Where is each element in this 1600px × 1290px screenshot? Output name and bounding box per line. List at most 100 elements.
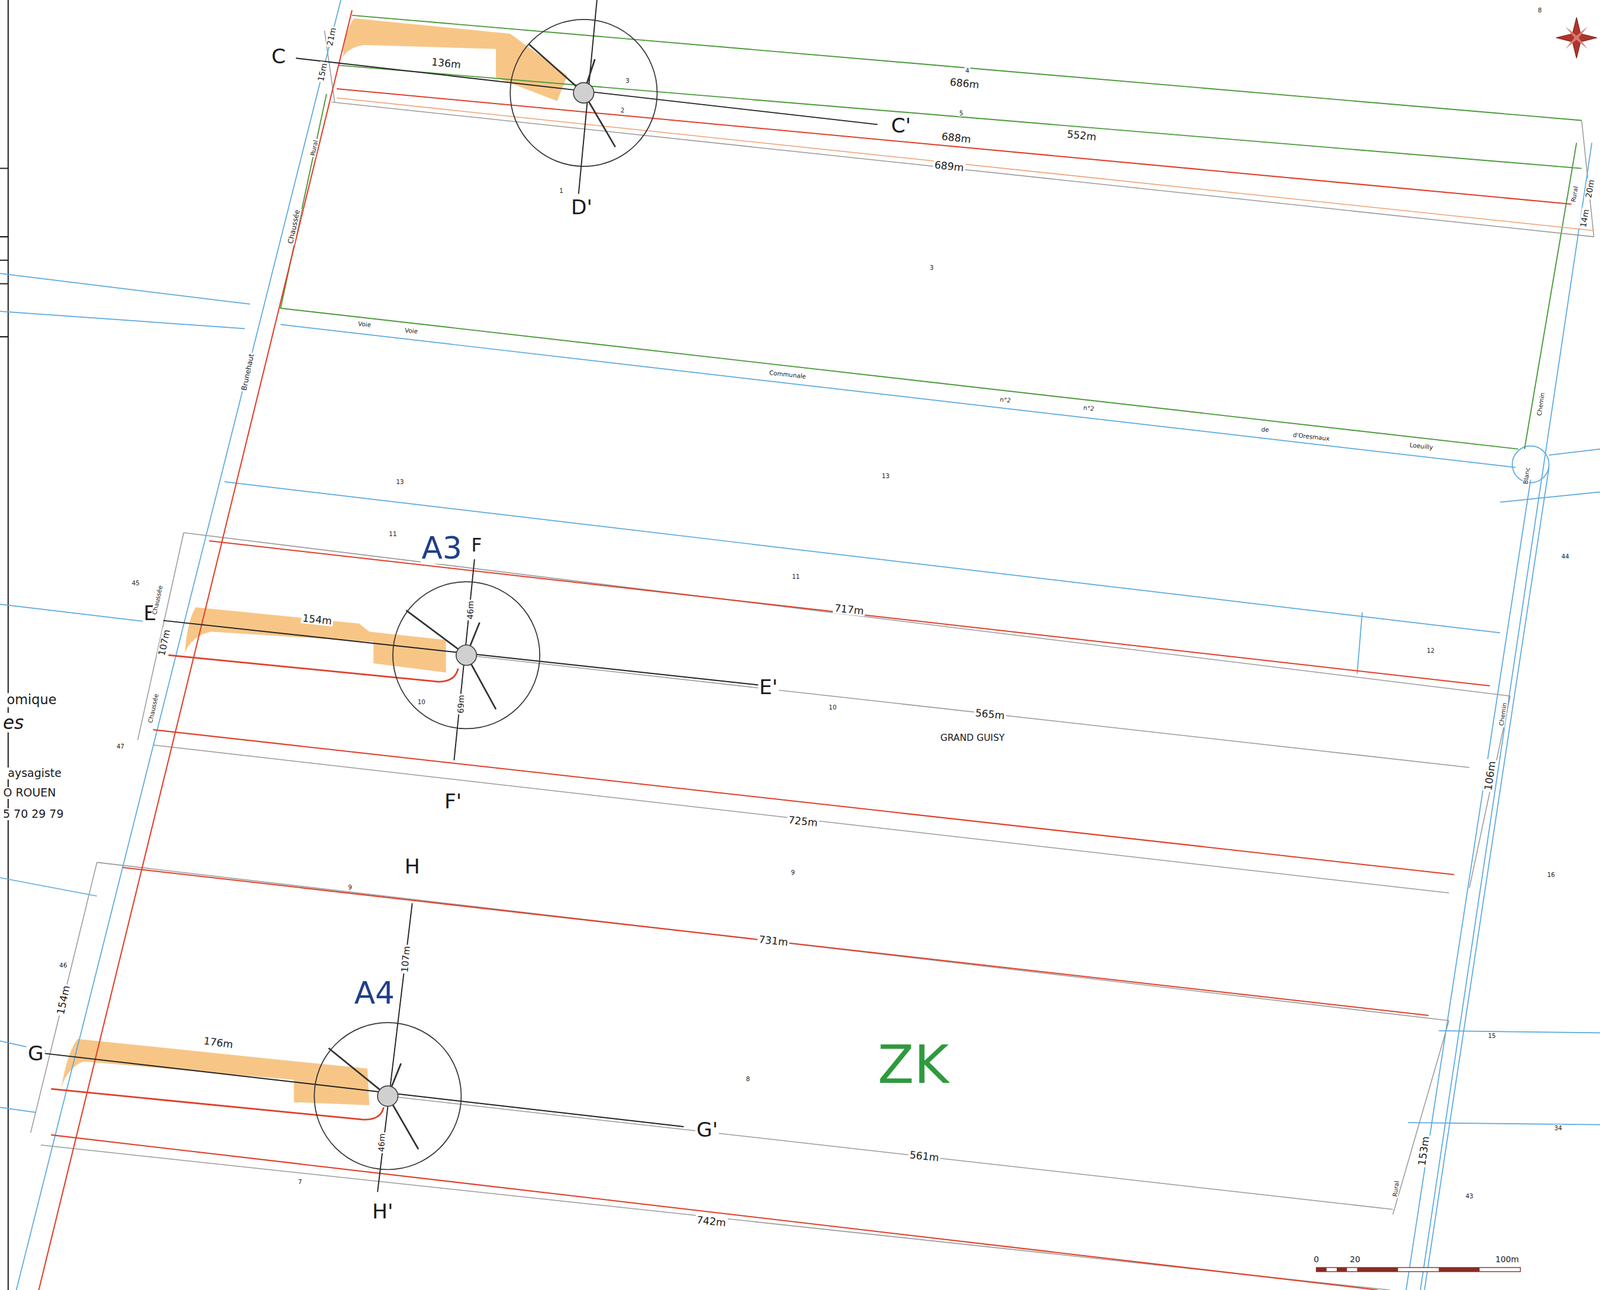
dimension-label: 688m [939, 130, 973, 145]
section-letter: F [469, 535, 483, 556]
parcel-number: 9 [789, 869, 797, 876]
dimension-label: 69m [456, 693, 467, 715]
north-arrow [1556, 17, 1598, 58]
scale-segment [1316, 1267, 1327, 1272]
platform [60, 1039, 370, 1106]
parcel-number: 2 [619, 107, 627, 114]
area-line [280, 15, 1582, 450]
zone-code: ZK [876, 1036, 950, 1093]
dimension-label: 552m [1065, 128, 1098, 144]
parcel-line [16, 0, 341, 1290]
road-name: Rural [309, 138, 320, 158]
dimension-label: 725m [786, 814, 820, 829]
compass-star [1556, 17, 1598, 58]
road-name: Rural [1391, 1179, 1401, 1199]
section-letter: E' [757, 675, 779, 698]
parcel-number: 9 [346, 883, 354, 890]
dimension-label: 154m [301, 612, 334, 627]
setback-lines [39, 10, 1572, 1290]
scale-number: 20 [1348, 1255, 1362, 1264]
dimension-label: 136m [429, 56, 463, 71]
road-name: Chemin [1536, 391, 1547, 418]
road-name: Brunehaut [240, 352, 256, 393]
parcel-number: 15 [1486, 1032, 1498, 1040]
section-letter: C [270, 45, 287, 67]
blades [405, 610, 496, 709]
parcel-number: 16 [1546, 871, 1557, 878]
dimension-label: 20m [1584, 178, 1596, 200]
roundabout [1512, 446, 1550, 483]
crane-platforms [60, 18, 567, 1106]
parcel-number: 46 [57, 962, 69, 969]
dimension-label: 21m [325, 25, 338, 48]
scale-segment [1439, 1267, 1480, 1272]
dimension-label: 686m [947, 76, 981, 92]
dimension-label: 565m [973, 707, 1006, 722]
turbine-symbol [314, 1022, 461, 1170]
road-name: Blanc [1521, 465, 1531, 486]
blades [328, 1047, 419, 1150]
road-name: Chaussée [150, 583, 164, 616]
sheet-frame [0, 0, 9, 1290]
rotor-circle [510, 19, 657, 167]
dimension-label: 176m [201, 1035, 235, 1051]
road-name: Chaussée [146, 691, 160, 725]
parcel-number: 8 [744, 1075, 752, 1082]
scale-segment [1336, 1267, 1347, 1272]
parcel-number: 7 [297, 1178, 304, 1186]
dimension-label: 561m [908, 1149, 941, 1164]
turbine-symbol [510, 19, 657, 167]
scale-number: 100m [1494, 1255, 1521, 1264]
scale-bar [1316, 1267, 1521, 1272]
dimension-label: 106m [1482, 759, 1498, 793]
parcel-number: 44 [1560, 552, 1571, 560]
section-letter: H' [371, 1200, 395, 1222]
dimension-label: 46m [376, 1132, 387, 1154]
road-name: Rural [1569, 184, 1580, 204]
road-edge [39, 10, 353, 1290]
section-line [295, 0, 878, 195]
dimension-label: 107m [156, 627, 173, 658]
dimension-label: 717m [832, 602, 866, 617]
wind-turbines [314, 19, 657, 1170]
parcel-line [1405, 142, 1592, 1290]
road-name: n°2 [998, 395, 1012, 404]
parcel-number: 5 [957, 110, 965, 117]
road-name: Voie [403, 326, 420, 335]
hub [456, 644, 477, 666]
dimension-line [137, 532, 1511, 893]
dimension-line [30, 862, 1450, 1290]
rotor-circle [392, 581, 540, 729]
title-block-text: aysagiste [6, 767, 63, 780]
parcel-number: 45 [130, 579, 141, 586]
scale-number: 0 [1312, 1255, 1321, 1264]
section-line [163, 559, 776, 761]
parcel-number: 3 [928, 263, 935, 271]
parcel-number: 3 [624, 77, 631, 85]
access-track [50, 655, 458, 1120]
dimension-label: 731m [757, 933, 790, 948]
road-name: n°2 [1081, 404, 1096, 412]
parcel-number: 47 [115, 742, 126, 750]
parcel-number: 4 [964, 67, 972, 74]
dimension-lines [30, 30, 1595, 1290]
dimension-label: 742m [694, 1214, 728, 1229]
blades [528, 43, 616, 147]
dimension-label: 107m [400, 944, 412, 974]
parcel-number: 10 [416, 698, 427, 706]
dimension-label: 153m [1415, 1134, 1431, 1168]
section-letter: F' [443, 790, 463, 812]
dimension-label: 689m [932, 159, 966, 174]
title-block-text: 5 70 29 79 [1, 808, 65, 821]
dimension-line [324, 30, 1594, 237]
road-name: Voie [356, 320, 373, 329]
scale-segment [1357, 1267, 1399, 1272]
title-block-text: omique [5, 692, 58, 708]
hub [377, 1085, 398, 1106]
section-letter: G' [695, 1118, 719, 1141]
title-block-text: es [1, 713, 25, 733]
road-name: Loeuilly [1408, 441, 1435, 451]
